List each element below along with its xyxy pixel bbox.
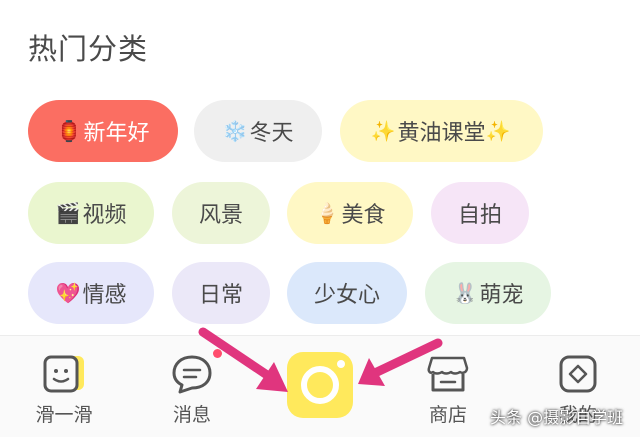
category-chip-winter[interactable]: ❄️ 冬天 bbox=[194, 100, 322, 162]
tab-profile[interactable]: 我的 bbox=[528, 336, 628, 437]
swipe-icon bbox=[43, 355, 84, 393]
chip-label: 美食 bbox=[341, 203, 386, 228]
category-chip-cute-pets[interactable]: 🐰 萌宠 bbox=[425, 262, 551, 324]
tab-messages[interactable]: 消息 bbox=[142, 336, 242, 437]
tab-label: 商店 bbox=[428, 404, 467, 426]
chat-bubble-icon bbox=[172, 355, 212, 394]
chip-label: 少女心 bbox=[313, 283, 380, 308]
category-chip-scenery[interactable]: 风景 bbox=[172, 182, 270, 244]
chip-label: 新年好 bbox=[83, 121, 150, 146]
snowflake-icon: ❄️ bbox=[222, 119, 248, 143]
lantern-icon: 🏮 bbox=[56, 119, 82, 143]
watermark: 头条 @摄影自学班 bbox=[490, 408, 624, 427]
camera-flash-dot bbox=[337, 360, 345, 368]
category-chip-daily[interactable]: 日常 bbox=[172, 262, 270, 324]
camera-icon bbox=[301, 366, 339, 404]
profile-icon bbox=[559, 355, 597, 393]
tab-label: 消息 bbox=[172, 404, 211, 426]
chip-label: 日常 bbox=[198, 283, 243, 308]
heart-icon: 💖 bbox=[55, 281, 81, 305]
chip-label: 风景 bbox=[198, 203, 243, 228]
tab-store[interactable]: 商店 bbox=[398, 336, 498, 437]
category-chip-selfie[interactable]: 自拍 bbox=[431, 182, 529, 244]
chip-label: 视频 bbox=[82, 203, 127, 228]
chip-label: 冬天 bbox=[249, 121, 294, 146]
chip-label: 自拍 bbox=[457, 203, 502, 228]
sparkles-icon: ✨ bbox=[485, 119, 511, 143]
store-icon bbox=[427, 356, 469, 392]
chip-label: 情感 bbox=[82, 283, 127, 308]
category-chip-new-year[interactable]: 🏮 新年好 bbox=[28, 100, 178, 162]
camera-button[interactable] bbox=[287, 352, 353, 418]
category-chip-video[interactable]: 🎬 视频 bbox=[28, 182, 154, 244]
category-chip-butter-class[interactable]: ✨ 黄油课堂 ✨ bbox=[340, 100, 543, 162]
sparkles-icon: ✨ bbox=[370, 119, 396, 143]
category-chip-girly[interactable]: 少女心 bbox=[287, 262, 407, 324]
tab-swipe[interactable]: 滑一滑 bbox=[14, 336, 114, 437]
tab-label: 我的 bbox=[558, 404, 597, 426]
category-chip-food[interactable]: 🍦 美食 bbox=[287, 182, 413, 244]
ice-cream-icon: 🍦 bbox=[314, 201, 340, 225]
tab-label: 滑一滑 bbox=[35, 404, 93, 426]
clapperboard-icon: 🎬 bbox=[55, 201, 81, 225]
chip-label: 黄油课堂 bbox=[397, 121, 486, 146]
rabbit-icon: 🐰 bbox=[452, 281, 478, 305]
section-title: 热门分类 bbox=[28, 32, 149, 66]
notification-dot bbox=[213, 349, 222, 358]
category-chip-emotion[interactable]: 💖 情感 bbox=[28, 262, 154, 324]
chip-label: 萌宠 bbox=[479, 283, 524, 308]
